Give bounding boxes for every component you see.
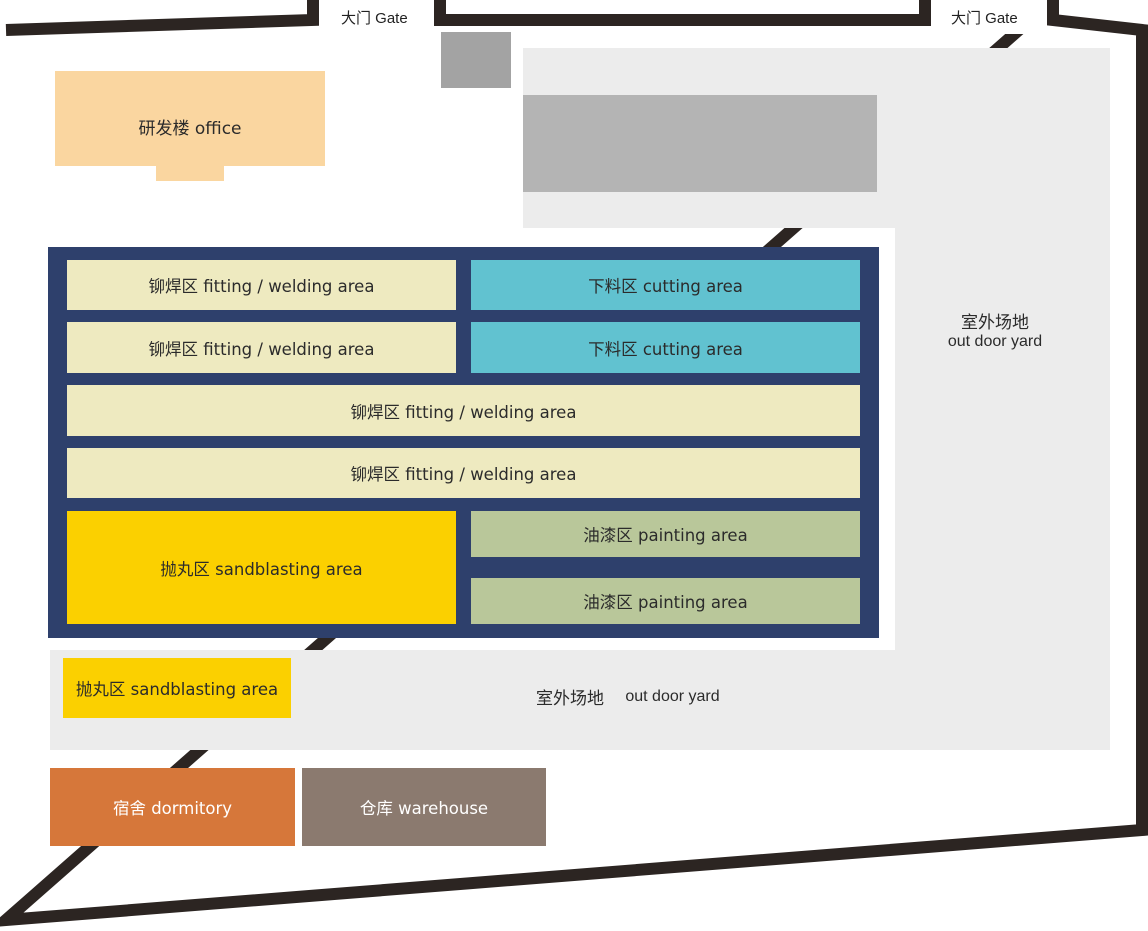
gray-block-large	[523, 95, 877, 192]
zone-welding-1: 铆焊区 fitting / welding area	[67, 260, 456, 310]
yard-right-label-en: out door yard	[947, 333, 1043, 350]
zone-sandblasting-outdoor: 抛丸区 sandblasting area	[63, 658, 291, 718]
zone-painting-2-label: 油漆区 painting area	[583, 593, 748, 612]
gate-opening-right	[931, 0, 1047, 34]
zone-sandblasting-indoor: 抛丸区 sandblasting area	[67, 511, 456, 624]
zone-welding-3: 铆焊区 fitting / welding area	[67, 385, 860, 436]
zone-welding-2-label: 铆焊区 fitting / welding area	[148, 339, 375, 359]
yard-right-area	[50, 48, 1110, 750]
gate-label-right: 大门 Gate	[951, 10, 1018, 27]
zone-cutting-1-label: 下料区 cutting area	[588, 277, 743, 296]
zone-welding-2: 铆焊区 fitting / welding area	[67, 322, 456, 373]
zone-welding-4: 铆焊区 fitting / welding area	[67, 448, 860, 498]
zone-cutting-2: 下料区 cutting area	[471, 322, 860, 373]
office-building	[55, 71, 325, 181]
zone-sandblasting-outdoor-label: 抛丸区 sandblasting area	[75, 680, 279, 699]
zone-cutting-2-label: 下料区 cutting area	[588, 339, 743, 359]
zone-painting-1-label: 油漆区 painting area	[583, 526, 748, 545]
gray-block-small	[441, 32, 511, 88]
yard-right-label-cn: 室外场地	[961, 312, 1029, 333]
office-label: 研发楼 office	[138, 118, 242, 139]
warehouse-label: 仓库 warehouse	[359, 799, 489, 818]
gate-label-left: 大门 Gate	[341, 10, 408, 27]
zone-painting-1: 油漆区 painting area	[471, 511, 860, 557]
zone-sandblasting-indoor-label: 抛丸区 sandblasting area	[160, 559, 363, 579]
zone-painting-2: 油漆区 painting area	[471, 578, 860, 624]
gate-opening-left	[319, 0, 434, 34]
zone-cutting-1: 下料区 cutting area	[471, 260, 860, 310]
yard-bottom-label-en: out door yard	[625, 688, 720, 705]
zone-welding-1-label: 铆焊区 fitting / welding area	[148, 277, 375, 296]
dormitory-building: 宿舍 dormitory	[50, 768, 295, 846]
warehouse-building: 仓库 warehouse	[302, 768, 546, 846]
zone-welding-4-label: 铆焊区 fitting / welding area	[350, 465, 577, 484]
zone-welding-3-label: 铆焊区 fitting / welding area	[350, 402, 577, 422]
dormitory-label: 宿舍 dormitory	[112, 799, 233, 818]
yard-bottom-label-cn: 室外场地	[536, 688, 604, 709]
